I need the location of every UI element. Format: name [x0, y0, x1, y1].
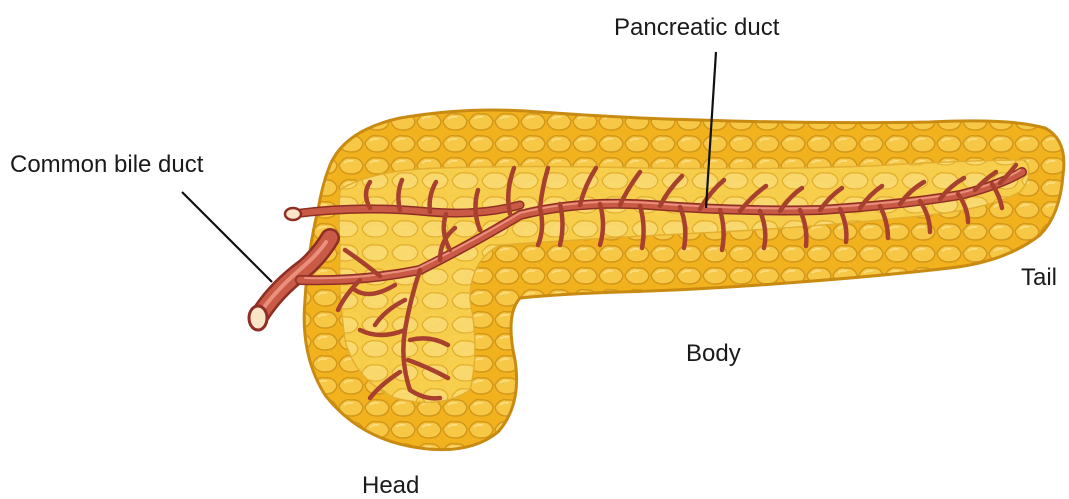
accessory-duct-opening	[285, 208, 301, 220]
common-bile-duct-label: Common bile duct	[10, 153, 203, 177]
bile-duct-opening	[249, 306, 267, 330]
body-label: Body	[686, 342, 741, 366]
tail-label: Tail	[1021, 266, 1057, 290]
head-label: Head	[362, 474, 419, 498]
pancreatic-duct-label: Pancreatic duct	[614, 16, 779, 40]
common-bile-duct-leader	[182, 192, 272, 282]
